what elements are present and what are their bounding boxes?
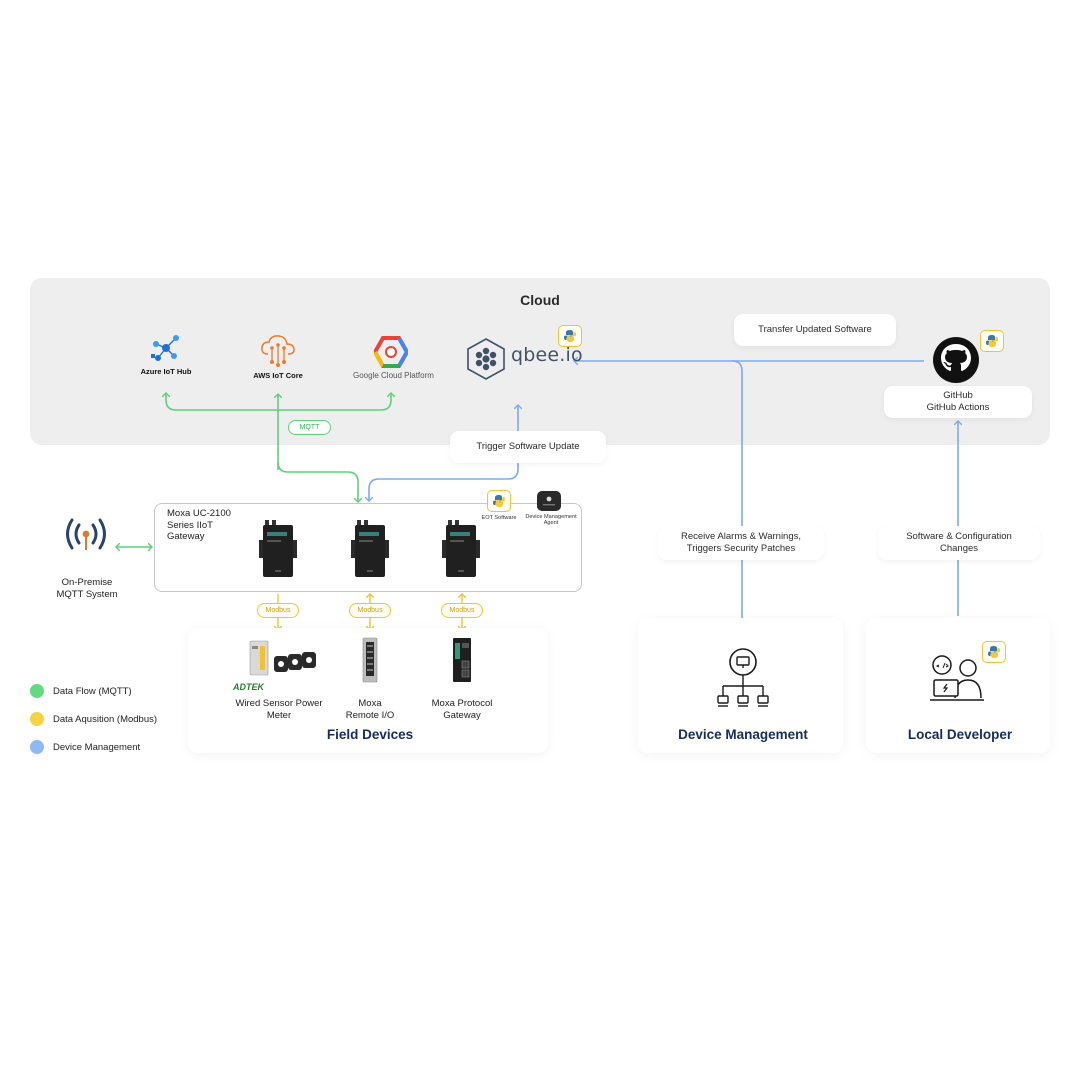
legend-dot-modbus bbox=[30, 712, 44, 726]
remote-io-line2: Remote I/O bbox=[345, 709, 395, 721]
legend-dot-management bbox=[30, 740, 44, 754]
aws-label: AWS IoT Core bbox=[253, 371, 303, 380]
google-cloud-platform-icon bbox=[372, 336, 410, 368]
mqtt-tag: MQTT bbox=[288, 420, 331, 435]
modbus-tag: Modbus bbox=[257, 603, 299, 618]
sw-config-line1: Software & Configuration bbox=[906, 531, 1012, 543]
mgmt-line-alarms bbox=[731, 360, 742, 641]
power-meter-icon bbox=[248, 640, 322, 682]
device-management-agent-icon bbox=[537, 491, 561, 511]
device-management-agent-label: Device Management Agent bbox=[520, 514, 582, 527]
mqtt-line-gateway bbox=[277, 461, 358, 502]
legend-item-modbus: Data Aqusition (Modbus) bbox=[30, 712, 157, 726]
python-icon bbox=[487, 490, 511, 512]
github-label: GitHub bbox=[943, 390, 973, 402]
remote-io-line1: Moxa bbox=[358, 698, 382, 709]
legend-label-modbus: Data Aqusition (Modbus) bbox=[53, 713, 158, 725]
device-management-title: Device Management bbox=[678, 727, 808, 742]
power-meter-line2: Meter bbox=[266, 709, 292, 721]
alarms-line2: Triggers Security Patches bbox=[686, 543, 796, 554]
github-label-card: GitHub GitHub Actions bbox=[884, 386, 1032, 418]
gateway-device-icon bbox=[257, 520, 299, 578]
eot-software-label: EOT Software bbox=[481, 515, 517, 521]
legend: Data Flow (MQTT) Data Aqusition (Modbus)… bbox=[30, 684, 157, 754]
azure-label: Azure IoT Hub bbox=[140, 367, 192, 376]
github-actions-label: GitHub Actions bbox=[926, 402, 990, 413]
gateway-label-line2: Series IIoT bbox=[167, 519, 213, 531]
transfer-software-label: Transfer Updated Software bbox=[734, 314, 896, 346]
modbus-tag: Modbus bbox=[441, 603, 483, 618]
local-developer-title: Local Developer bbox=[907, 727, 1013, 742]
gateway-label-line3: Gateway bbox=[167, 531, 205, 542]
trigger-software-update-label: Trigger Software Update bbox=[450, 431, 606, 463]
protocol-gateway-icon bbox=[450, 637, 474, 683]
mqtt-line-gcp bbox=[278, 393, 391, 411]
azure-iot-hub-icon bbox=[148, 332, 184, 364]
mqtt-line-azure bbox=[166, 393, 278, 411]
python-icon bbox=[982, 641, 1006, 663]
modbus-tag: Modbus bbox=[349, 603, 391, 618]
aws-iot-core-icon bbox=[258, 332, 298, 368]
network-management-icon bbox=[715, 648, 771, 708]
dm-agent-line2: Agent bbox=[543, 520, 559, 527]
on-premise-label: On-Premise MQTT System bbox=[42, 577, 132, 600]
on-premise-line2: MQTT System bbox=[56, 588, 118, 600]
python-icon bbox=[980, 330, 1004, 352]
legend-label-management: Device Management bbox=[53, 741, 141, 753]
legend-item-mqtt: Data Flow (MQTT) bbox=[30, 684, 157, 698]
protocol-gateway-label: Moxa Protocol Gateway bbox=[412, 698, 512, 721]
alarms-line1: Receive Alarms & Warnings, bbox=[680, 531, 802, 543]
protocol-gateway-line2: Gateway bbox=[443, 709, 481, 721]
gcp-label: Google Cloud Platform bbox=[353, 371, 434, 380]
power-meter-line1: Wired Sensor Power bbox=[235, 698, 323, 709]
gateway-device-icon bbox=[349, 520, 391, 578]
protocol-gateway-line1: Moxa Protocol bbox=[431, 698, 493, 709]
remote-io-label: Moxa Remote I/O bbox=[325, 698, 415, 721]
legend-item-management: Device Management bbox=[30, 740, 157, 754]
python-icon bbox=[558, 325, 582, 347]
cloud-title: Cloud bbox=[520, 292, 560, 308]
software-config-label: Software & Configuration Changes bbox=[878, 526, 1040, 560]
antenna-icon bbox=[63, 517, 109, 553]
mgmt-line-trigger bbox=[369, 405, 518, 501]
legend-label-mqtt: Data Flow (MQTT) bbox=[53, 685, 132, 697]
power-meter-label: Wired Sensor Power Meter bbox=[224, 698, 334, 721]
gateway-device-icon bbox=[440, 520, 482, 578]
qbee-logo-icon bbox=[466, 337, 506, 381]
github-icon bbox=[932, 336, 980, 384]
gateway-label-line1: Moxa UC-2100 bbox=[167, 508, 231, 519]
gateway-label: Moxa UC-2100 Series IIoT Gateway bbox=[167, 508, 257, 543]
developer-icon bbox=[928, 654, 986, 704]
on-premise-line1: On-Premise bbox=[61, 577, 113, 588]
alarms-label: Receive Alarms & Warnings, Triggers Secu… bbox=[658, 526, 824, 560]
qbee-label: qbee.io bbox=[511, 344, 583, 366]
legend-dot-mqtt bbox=[30, 684, 44, 698]
adtek-logo: ADTEK bbox=[233, 682, 264, 692]
sw-config-line2: Changes bbox=[939, 543, 979, 554]
field-devices-title: Field Devices bbox=[326, 727, 414, 742]
remote-io-icon bbox=[360, 637, 380, 683]
dm-agent-line1: Device Management bbox=[525, 514, 577, 520]
